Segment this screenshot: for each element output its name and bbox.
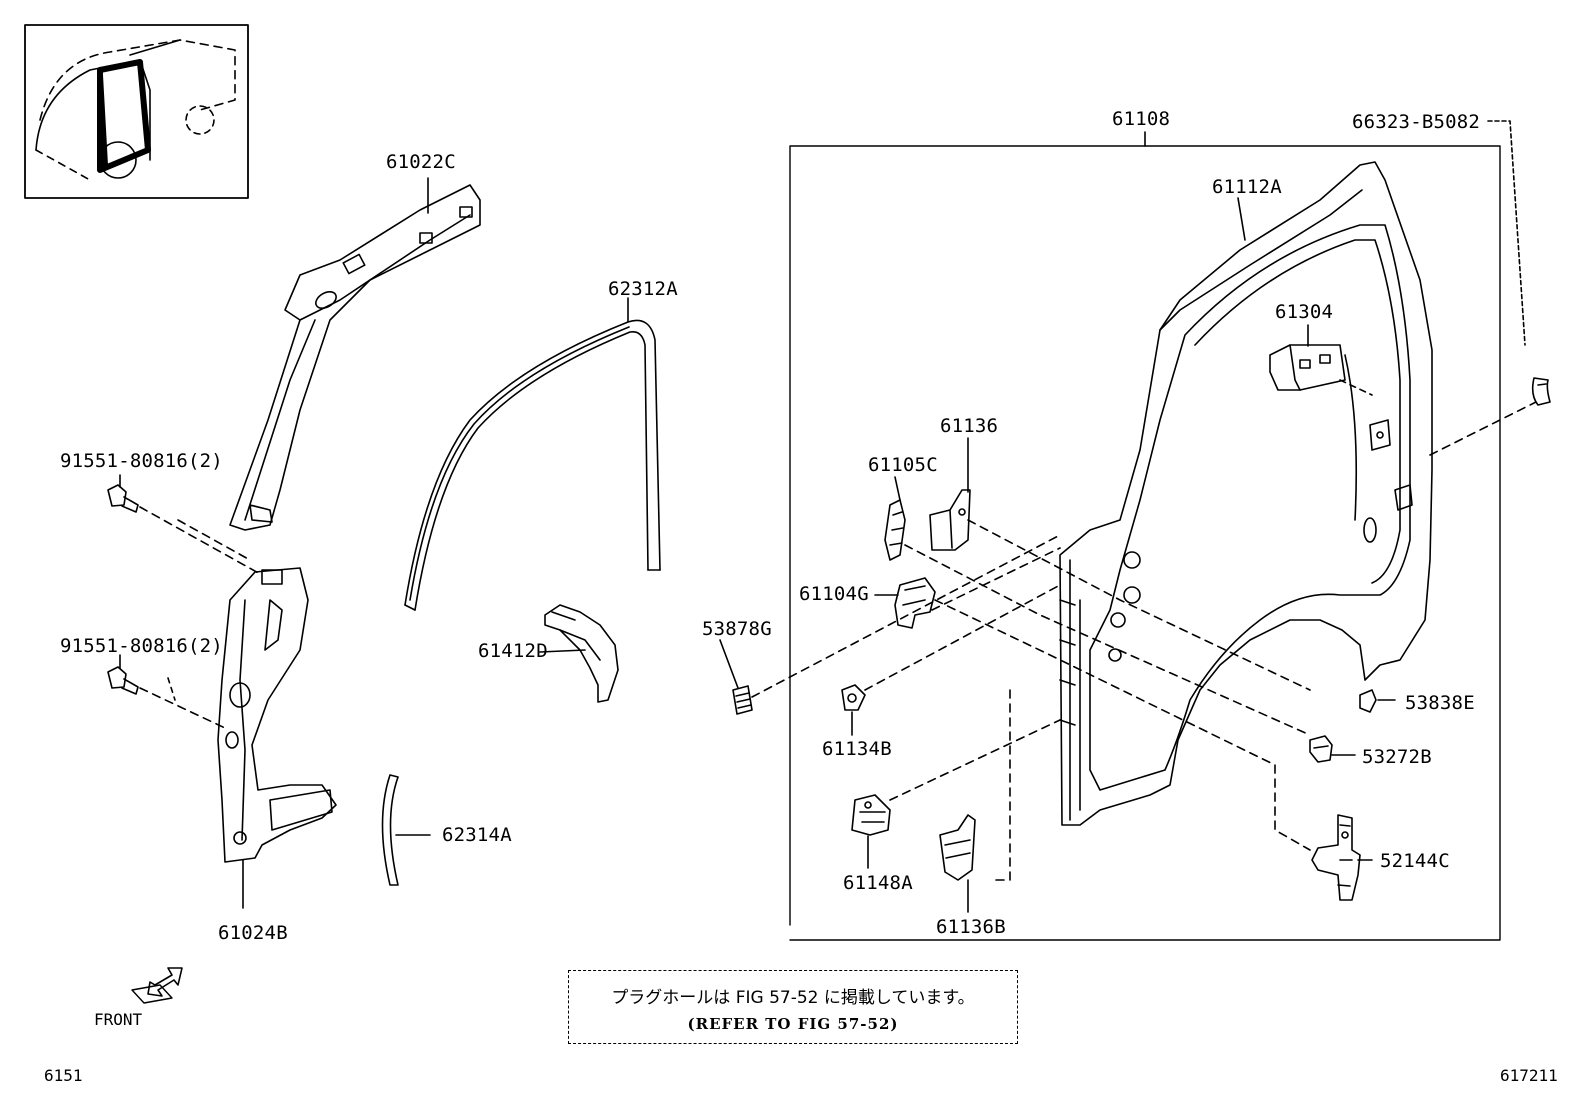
label-62314A: 62314A — [442, 824, 512, 846]
label-52144C: 52144C — [1380, 850, 1450, 872]
dash-61134B — [864, 584, 1061, 691]
dash-66323 — [1429, 401, 1537, 456]
dash-61104G — [934, 599, 1311, 851]
part-61136B-bracket — [939, 814, 976, 881]
dash-61104G-b — [931, 547, 1061, 611]
dash-61148A — [889, 719, 1061, 801]
label-53838E: 53838E — [1405, 692, 1475, 714]
leader-61412D — [539, 649, 586, 653]
label-61108: 61108 — [1112, 108, 1171, 130]
dash-bolt-bottom — [139, 687, 226, 729]
part-61304-bracket — [1269, 344, 1346, 391]
part-62312A-weatherstrip — [404, 319, 661, 611]
dash-bolt-top-1 — [139, 506, 263, 576]
part-53838E-clip — [1359, 689, 1377, 713]
label-61148A: 61148A — [843, 872, 913, 894]
dash-61136 — [967, 519, 1311, 691]
part-61412D-bracket — [544, 604, 619, 703]
label-53878G: 53878G — [702, 618, 772, 640]
label-61024B: 61024B — [218, 922, 288, 944]
label-61304: 61304 — [1275, 301, 1334, 323]
dash-bolt-bottom-2 — [167, 677, 176, 701]
label-61105C: 61105C — [868, 454, 938, 476]
corner-code-right: 617211 — [1500, 1066, 1558, 1085]
part-61024B-pillar-lower — [217, 567, 337, 863]
part-61136-bracket — [929, 489, 971, 551]
dash-61136B — [989, 689, 1011, 881]
label-91551-top: 91551-80816(2) — [60, 450, 223, 472]
part-52144C-hinge — [1311, 814, 1361, 901]
part-61022C-pillar — [229, 184, 481, 531]
front-arrow-icon — [131, 967, 183, 1004]
group-61108-frame — [789, 131, 1501, 941]
leader-61105C — [894, 476, 901, 501]
dash-61105C — [904, 544, 1311, 736]
part-61112A-side-panel — [1059, 161, 1433, 826]
note-japanese: プラグホールは FIG 57-52 に掲載しています。 — [611, 988, 975, 1008]
part-91551-bolt-top — [107, 484, 139, 513]
part-61104G-hinge — [894, 577, 936, 629]
part-61105C-bracket — [884, 499, 906, 561]
label-62312A: 62312A — [608, 278, 678, 300]
part-53272B-hinge — [1309, 735, 1333, 763]
leader-61112A — [1237, 197, 1246, 241]
label-61412D: 61412D — [478, 640, 548, 662]
label-61136: 61136 — [940, 415, 999, 437]
part-91551-bolt-bottom — [107, 666, 139, 695]
dash-bolt-top-2 — [177, 519, 251, 561]
part-62314A-strip — [381, 774, 399, 886]
label-61112A: 61112A — [1212, 176, 1282, 198]
part-66323-clip — [1531, 377, 1551, 406]
label-53272B: 53272B — [1362, 746, 1432, 768]
vehicle-keymap-inset — [24, 24, 249, 199]
corner-code-left: 6151 — [44, 1066, 83, 1085]
dash-61304 — [1339, 379, 1373, 396]
label-91551-bottom: 91551-80816(2) — [60, 635, 223, 657]
label-61134B: 61134B — [822, 738, 892, 760]
label-61104G: 61104G — [799, 583, 869, 605]
part-61148A-bracket — [851, 794, 891, 836]
reference-note-box: プラグホールは FIG 57-52 に掲載しています。 (REFER TO FI… — [568, 970, 1018, 1044]
label-61136B: 61136B — [936, 916, 1006, 938]
label-61022C: 61022C — [386, 151, 456, 173]
label-66323-B5082: 66323-B5082 — [1352, 111, 1481, 133]
dash-53878G — [751, 534, 1061, 698]
note-english: (REFER TO FIG 57-52) — [687, 1015, 899, 1033]
leader-53878G — [719, 639, 739, 689]
part-53878G-pad — [732, 685, 753, 715]
front-label: FRONT — [94, 1010, 143, 1029]
leader-66323 — [1487, 120, 1526, 346]
part-61134B-bracket — [841, 684, 866, 711]
